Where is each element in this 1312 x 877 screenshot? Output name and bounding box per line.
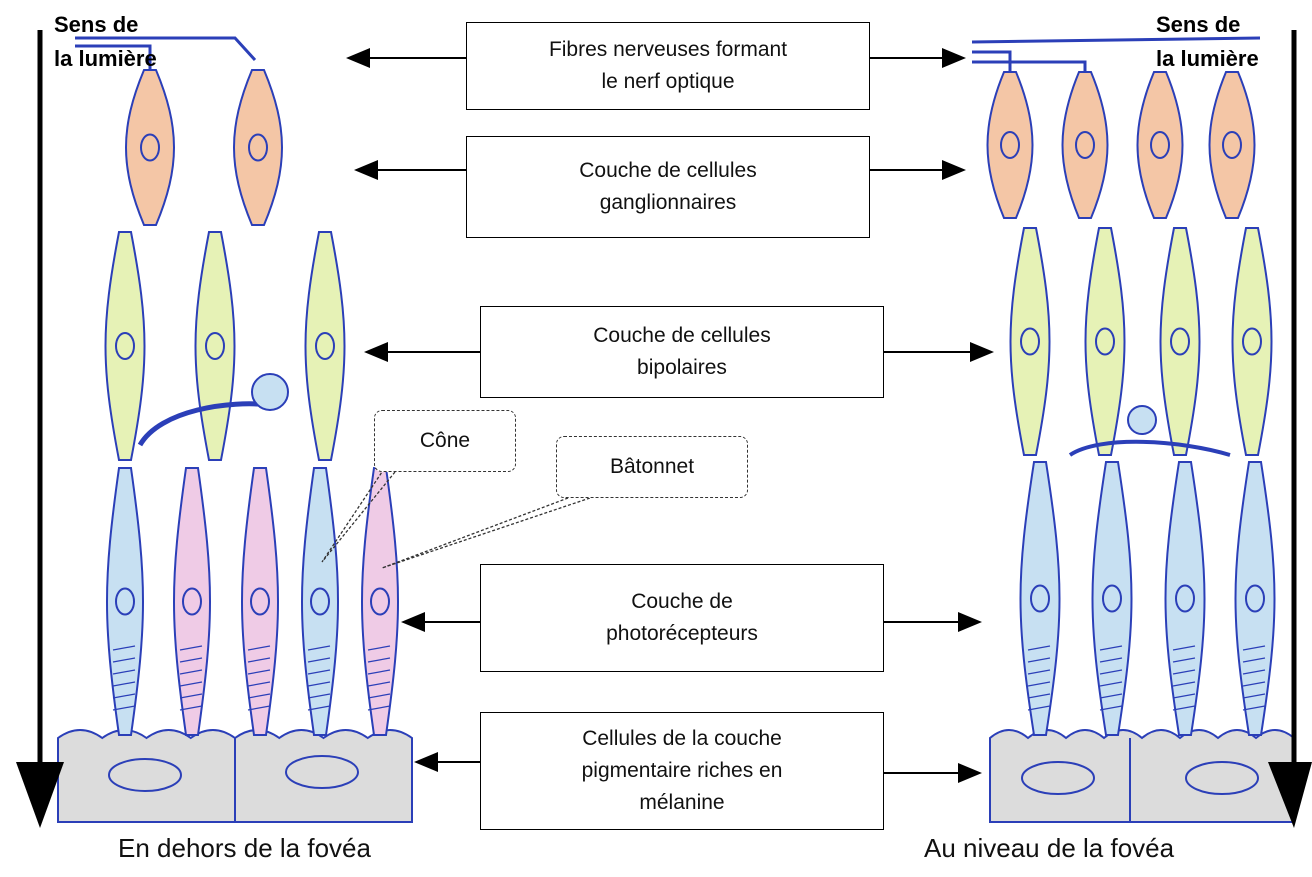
left-horizontal-cell-body — [252, 374, 288, 410]
right-ganglion-cell-2 — [1063, 72, 1108, 218]
left-bipolar-cell-3 — [306, 232, 345, 460]
caption-fovea: Au niveau de la fovéa — [924, 833, 1174, 864]
left-ganglion-cell-2 — [234, 70, 282, 225]
cone-callout: Cône — [374, 410, 516, 472]
light-arrow-left-head — [16, 762, 64, 828]
light-direction-left-label: Sens de la lumière — [54, 8, 157, 76]
rod-callout-leader — [382, 498, 590, 568]
pigment-layer-label: Cellules de la couche pigmentaire riches… — [480, 712, 884, 830]
caption-outside-fovea: En dehors de la fovéa — [118, 833, 371, 864]
right-photoreceptor-cone-3 — [1236, 462, 1275, 735]
bipolar-layer-label: Couche de cellules bipolaires — [480, 306, 884, 398]
right-nerve-fiber-3 — [972, 62, 1085, 72]
pigment-layer-right — [990, 730, 1294, 822]
right-photoreceptor-cone-0 — [1021, 462, 1060, 735]
nerve-fibers-label: Fibres nerveuses formant le nerf optique — [466, 22, 870, 110]
right-ganglion-cell-1 — [988, 72, 1033, 218]
rod-callout: Bâtonnet — [556, 436, 748, 498]
light-direction-right-label: Sens de la lumière — [1156, 8, 1259, 76]
left-photoreceptor-rod-4 — [362, 468, 398, 735]
right-ganglion-cell-3 — [1138, 72, 1183, 218]
ganglion-layer-label: Couche de cellules ganglionnaires — [466, 136, 870, 238]
right-bipolar-cell-1 — [1011, 228, 1050, 455]
right-photoreceptor-cone-2 — [1166, 462, 1205, 735]
right-bipolar-cell-4 — [1233, 228, 1272, 455]
left-ganglion-cell-1 — [126, 70, 174, 225]
right-bipolar-cell-3 — [1161, 228, 1200, 455]
left-bipolar-cell-1 — [106, 232, 145, 460]
photoreceptor-layer-label: Couche de photorécepteurs — [480, 564, 884, 672]
left-photoreceptor-cone-3 — [302, 468, 338, 735]
right-ganglion-cell-4 — [1210, 72, 1255, 218]
left-bipolar-cell-2 — [196, 232, 235, 460]
right-horizontal-cell-body — [1128, 406, 1156, 434]
left-photoreceptor-rod-1 — [174, 468, 210, 735]
left-photoreceptor-cone-0 — [107, 468, 143, 735]
right-bipolar-cell-2 — [1086, 228, 1125, 455]
left-photoreceptor-rod-2 — [242, 468, 278, 735]
right-photoreceptor-cone-1 — [1093, 462, 1132, 735]
right-horizontal-cell — [1070, 442, 1230, 455]
